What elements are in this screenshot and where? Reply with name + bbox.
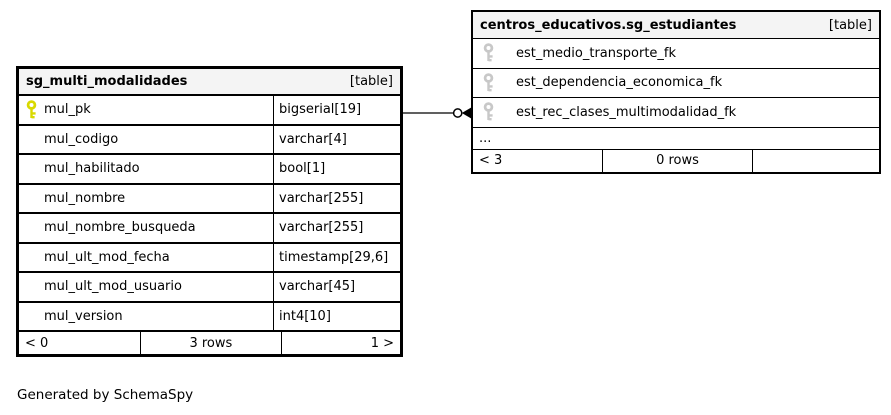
column-type: varchar[45] (273, 273, 400, 301)
column-name-cell: mul_nombre (19, 185, 273, 213)
column-name: mul_nombre_busqueda (44, 220, 196, 236)
column-name: est_medio_transporte_fk (516, 45, 677, 61)
column-name: mul_habilitado (44, 161, 140, 177)
footer-in-degree: < 3 (473, 149, 603, 172)
table-type-badge: [table] (349, 74, 393, 89)
table-footer: < 0 3 rows 1 > (19, 332, 400, 354)
column-name-cell: mul_ult_mod_fecha (19, 244, 273, 272)
foreign-key-icon (481, 43, 495, 63)
foreign-key-icon (481, 102, 495, 122)
table-title[interactable]: centros_educativos.sg_estudiantes (480, 17, 737, 33)
table-row: est_medio_transporte_fk (473, 39, 879, 69)
column-name-cell: mul_codigo (19, 126, 273, 154)
table-row: mul_ult_mod_fecha timestamp[29,6] (19, 243, 400, 273)
table-type-badge: [table] (828, 17, 872, 33)
foreign-key-icon (481, 72, 495, 93)
table-row: mul_nombre_busqueda varchar[255] (19, 214, 400, 244)
column-name: mul_ult_mod_fecha (44, 249, 170, 265)
table-row: mul_habilitado bool[1] (19, 155, 400, 185)
connector-circle-marker (452, 108, 463, 118)
column-name: mul_ult_mod_usuario (44, 279, 182, 295)
table-row: mul_codigo varchar[4] (19, 125, 400, 155)
table-row: est_dependencia_economica_fk (473, 69, 879, 98)
table-row: mul_ult_mod_usuario varchar[45] (19, 273, 400, 303)
column-name-cell: est_medio_transporte_fk (473, 39, 879, 68)
footer-out-degree: 1 > (370, 335, 394, 351)
column-name: est_dependencia_economica_fk (516, 75, 723, 91)
column-name-cell: mul_nombre_busqueda (19, 214, 273, 242)
more-columns-ellipsis: ... (473, 128, 879, 150)
table-row: mul_version int4[10] (19, 302, 400, 332)
footer-row-count: 0 rows (603, 149, 754, 172)
generated-by-label: Generated by SchemaSpy (17, 387, 194, 403)
column-name: mul_pk (44, 102, 91, 118)
column-name: est_rec_clases_multimodalidad_fk (516, 104, 737, 120)
column-name: mul_version (44, 308, 123, 324)
column-type: bigserial[19] (273, 96, 400, 124)
table-node-sg-multi-modalidades[interactable]: sg_multi_modalidades [table] mul_pk bigs… (16, 66, 403, 357)
column-name-cell: mul_version (19, 303, 273, 331)
column-type: varchar[4] (273, 125, 400, 153)
column-name-cell: mul_pk (19, 96, 273, 124)
table-header: sg_multi_modalidades [table] (19, 69, 400, 96)
relationship-connector (403, 107, 471, 119)
table-row: mul_pk bigserial[19] (19, 96, 400, 126)
table-row: est_rec_clases_multimodalidad_fk (473, 98, 879, 128)
column-type: timestamp[29,6] (273, 243, 400, 271)
footer-in-degree: < 0 (19, 332, 141, 354)
column-type: varchar[255] (273, 184, 400, 212)
column-name-cell: est_rec_clases_multimodalidad_fk (473, 98, 879, 127)
column-name-cell: est_dependencia_economica_fk (473, 69, 879, 98)
table-header: centros_educativos.sg_estudiantes [table… (473, 12, 879, 39)
table-node-centros-educativos-sg-estudiantes[interactable]: centros_educativos.sg_estudiantes [table… (471, 10, 881, 174)
footer-row-count: 3 rows (141, 332, 282, 354)
column-name-cell: mul_ult_mod_usuario (19, 273, 273, 301)
column-type: varchar[255] (273, 214, 400, 242)
table-title[interactable]: sg_multi_modalidades (26, 74, 188, 89)
column-name: mul_nombre (44, 190, 126, 206)
primary-key-icon (24, 99, 38, 120)
table-footer: < 3 0 rows (473, 149, 879, 172)
connector-arrowhead (461, 107, 471, 119)
column-type: bool[1] (273, 155, 400, 183)
table-row: mul_nombre varchar[255] (19, 184, 400, 214)
footer-out-degree (753, 150, 879, 172)
column-type: int4[10] (273, 302, 400, 330)
column-name-cell: mul_habilitado (19, 155, 273, 183)
column-name: mul_codigo (44, 131, 119, 147)
